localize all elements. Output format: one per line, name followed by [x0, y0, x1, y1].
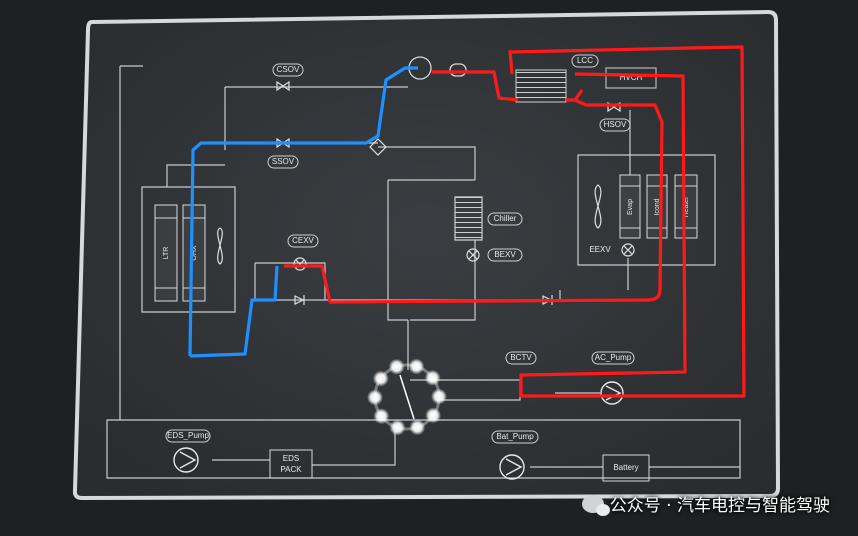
lcc-condenser: [515, 69, 567, 103]
bat-pump-label: Bat_Pump: [496, 432, 534, 441]
ltr-label: LTR: [163, 247, 170, 260]
ring-light: [372, 370, 389, 387]
pipes: [106, 65, 741, 479]
ring-light: [408, 358, 425, 375]
multiway-valve-ring: [367, 358, 447, 436]
fan-icons: [217, 184, 602, 265]
ring-light: [373, 408, 390, 425]
csov-valve-icon: [276, 80, 290, 92]
bexv-label: BEXV: [494, 250, 516, 259]
fan-icon: [594, 184, 602, 229]
csov-label: CSOV: [277, 65, 300, 74]
ssov-label: SSOV: [272, 157, 295, 166]
radiator-stack: [154, 174, 698, 302]
chiller-exchanger: [454, 196, 483, 241]
battery-label: Battery: [613, 463, 638, 472]
hsov-valve-icon: [607, 101, 621, 113]
ring-light: [367, 389, 384, 406]
display-bezel: [72, 9, 781, 501]
expansion-valve-icons: [293, 243, 635, 271]
hsov-label: HSOV: [604, 120, 627, 129]
watermark: 公众号 · 汽车电控与智能驾驶: [581, 491, 830, 516]
eds-pack-box: [269, 449, 313, 479]
heater-label: Heater: [683, 196, 690, 218]
wechat-icon: [581, 494, 610, 516]
check-valve-icon: [294, 295, 305, 305]
ring-light: [424, 369, 441, 386]
eds-pack-label-line2: PACK: [280, 465, 302, 474]
ring-light: [425, 407, 442, 424]
evap-label: Evap: [627, 199, 634, 215]
eds-pump-icon: [173, 447, 199, 473]
hvch-label: HVCH: [620, 73, 643, 82]
hot-refrigerant-path: [284, 45, 746, 398]
eds-pump-label: EDS_Pump: [167, 431, 209, 440]
cold-refrigerant-path: [188, 66, 418, 358]
cexv-valve-icon: [293, 257, 307, 271]
icond-label: Icond: [654, 198, 661, 215]
ac-pump-label: AC_Pump: [595, 353, 632, 362]
hvch-box: [605, 67, 657, 89]
ac-pump-icon: [600, 381, 624, 405]
lcc-label: LCC: [577, 56, 593, 65]
eds-pack-label-line1: EDS: [283, 454, 299, 463]
watermark-text: 公众号 · 汽车电控与智能驾驶: [609, 496, 830, 516]
ring-light: [409, 419, 426, 436]
ohx-label: OHX: [191, 245, 198, 261]
bctv-label: BCTV: [510, 353, 532, 362]
fan-icon: [217, 227, 223, 265]
battery-box: [602, 454, 650, 482]
pump-icons: [173, 381, 624, 480]
ring-light: [430, 388, 447, 405]
ring-light: [389, 419, 406, 436]
cexv-label: CEXV: [292, 236, 314, 245]
eexv-label: EEXV: [589, 245, 611, 254]
eexv-valve-icon: [621, 243, 635, 257]
bexv-valve-icon: [466, 248, 480, 262]
ring-light: [388, 358, 405, 375]
four-way-valve-icon: [369, 138, 387, 156]
chiller-label: Chiller: [494, 214, 517, 223]
bat-pump-icon: [499, 454, 525, 480]
